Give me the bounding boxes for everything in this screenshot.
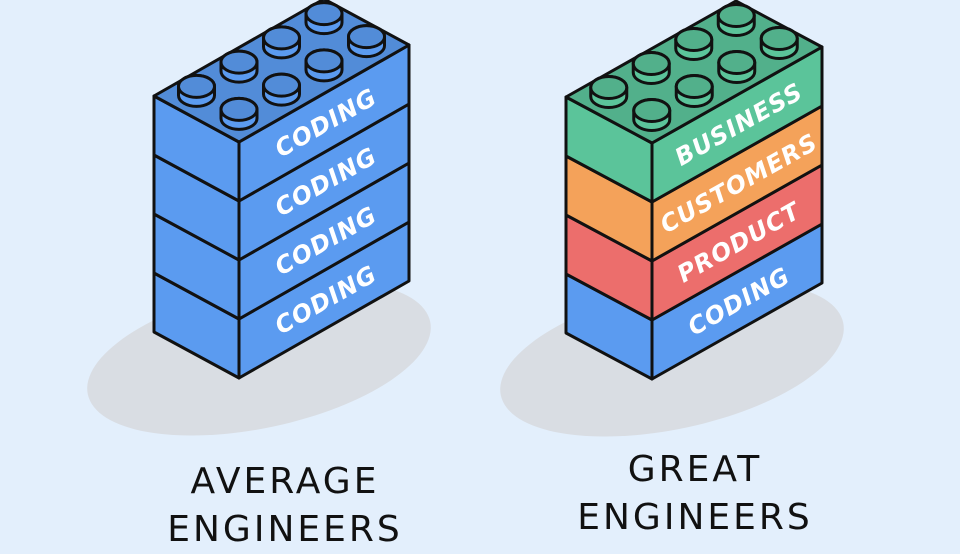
- stud: [674, 74, 714, 108]
- caption-line-2: ENGINEERS: [577, 497, 813, 538]
- stud: [219, 96, 259, 131]
- stud: [177, 73, 216, 108]
- studs: [177, 1, 386, 131]
- stud: [631, 51, 671, 85]
- studs: [589, 3, 799, 132]
- caption-line-1: AVERAGE: [190, 461, 380, 502]
- stud: [304, 48, 344, 83]
- stud: [262, 25, 301, 60]
- stud: [716, 3, 756, 37]
- stud: [674, 27, 714, 61]
- stud: [304, 1, 344, 36]
- stud: [589, 75, 629, 109]
- brick-layer: CODING: [152, 102, 411, 262]
- stud: [347, 24, 386, 59]
- great-engineers-caption: GREAT ENGINEERS: [530, 446, 860, 542]
- stud: [262, 72, 301, 107]
- caption-line-2: ENGINEERS: [167, 509, 403, 550]
- stud: [717, 50, 757, 84]
- stud: [632, 98, 672, 132]
- stud: [759, 26, 799, 60]
- stud: [219, 49, 259, 84]
- caption-line-1: GREAT: [627, 449, 763, 490]
